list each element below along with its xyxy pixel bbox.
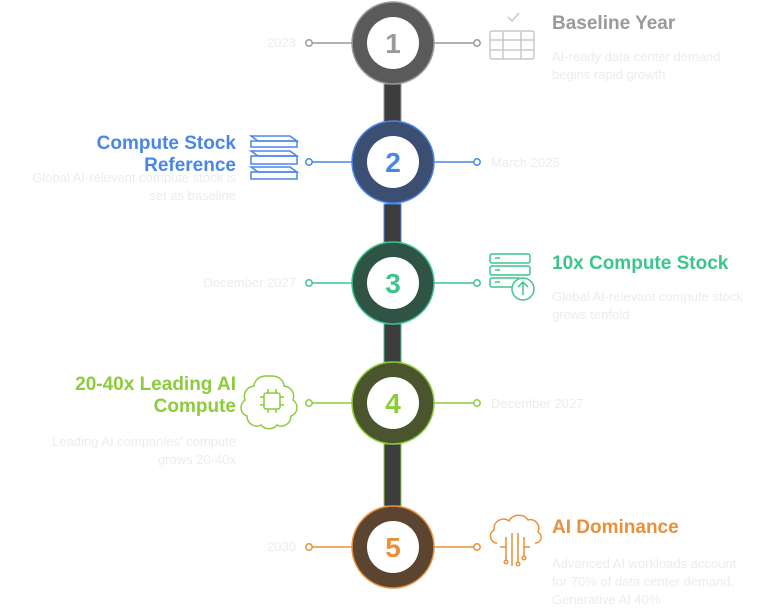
connectors bbox=[305, 39, 481, 551]
step-1-title: Baseline Year bbox=[552, 13, 676, 34]
server-upload-icon bbox=[489, 253, 535, 301]
step-2-description-line-1: Global AI-relevant compute stock is bbox=[32, 170, 236, 185]
step-node-3: 3 bbox=[351, 241, 435, 325]
timeline-spine bbox=[383, 83, 402, 507]
step-3-title: 10x Compute Stock bbox=[552, 253, 729, 274]
step-node-4: 4 bbox=[351, 361, 435, 445]
step-5-description-line-2: for 70% of data center demand, bbox=[552, 574, 735, 589]
step-4-title-line-1: 20-40x Leading AI bbox=[75, 374, 236, 395]
step-2-description: Global AI-relevant compute stock is set … bbox=[0, 169, 236, 205]
step-5-description: Advanced AI workloads account for 70% of… bbox=[552, 555, 772, 609]
step-3-date: December 2027 bbox=[203, 275, 297, 290]
step-4-title-line-2: Compute bbox=[153, 396, 236, 417]
step-number-5: 5 bbox=[385, 532, 401, 563]
step-2-title: Compute Stock Reference bbox=[96, 133, 236, 176]
step-5-description-line-3: Generative AI 40% bbox=[552, 592, 661, 607]
step-1-description: AI-ready data center demand begins rapid… bbox=[552, 48, 772, 84]
step-4-description-line-1: Leading AI companies' compute bbox=[52, 434, 236, 449]
step-4-description-line-2: grows 20-40x bbox=[157, 452, 236, 467]
step-4-title: 20-40x Leading AI Compute bbox=[0, 374, 236, 418]
step-1-description-line-1: AI-ready data center demand bbox=[552, 49, 721, 64]
step-node-2: 2 bbox=[351, 120, 435, 204]
step-4-date: December 2027 bbox=[491, 396, 584, 411]
step-5-title: AI Dominance bbox=[552, 517, 679, 538]
step-3-description-line-1: Global AI-relevant compute stock bbox=[552, 289, 743, 304]
step-2-description-line-2: set as baseline bbox=[149, 188, 236, 203]
step-3-description: Global AI-relevant compute stock grows t… bbox=[552, 288, 772, 324]
step-number-3: 3 bbox=[385, 268, 401, 299]
step-5-description-line-1: Advanced AI workloads account bbox=[552, 556, 737, 571]
step-2-date: March 2025 bbox=[491, 155, 560, 170]
step-1-date: 2023 bbox=[267, 35, 296, 50]
step-node-5: 5 bbox=[351, 505, 435, 589]
cloud-circuit-icon bbox=[489, 514, 542, 567]
step-3-description-line-2: grows tenfold bbox=[552, 307, 630, 322]
step-4-description: Leading AI companies' compute grows 20-4… bbox=[0, 433, 236, 469]
server-rack-check-icon bbox=[489, 12, 535, 60]
step-node-1: 1 bbox=[351, 1, 435, 85]
ai-chip-brain-icon bbox=[240, 375, 298, 430]
step-number-1: 1 bbox=[385, 28, 401, 59]
stacked-layers-icon bbox=[248, 135, 300, 180]
step-number-4: 4 bbox=[385, 388, 401, 419]
step-1-description-line-2: begins rapid growth bbox=[552, 67, 666, 82]
step-5-date: 2030 bbox=[267, 539, 296, 554]
step-number-2: 2 bbox=[385, 147, 401, 178]
